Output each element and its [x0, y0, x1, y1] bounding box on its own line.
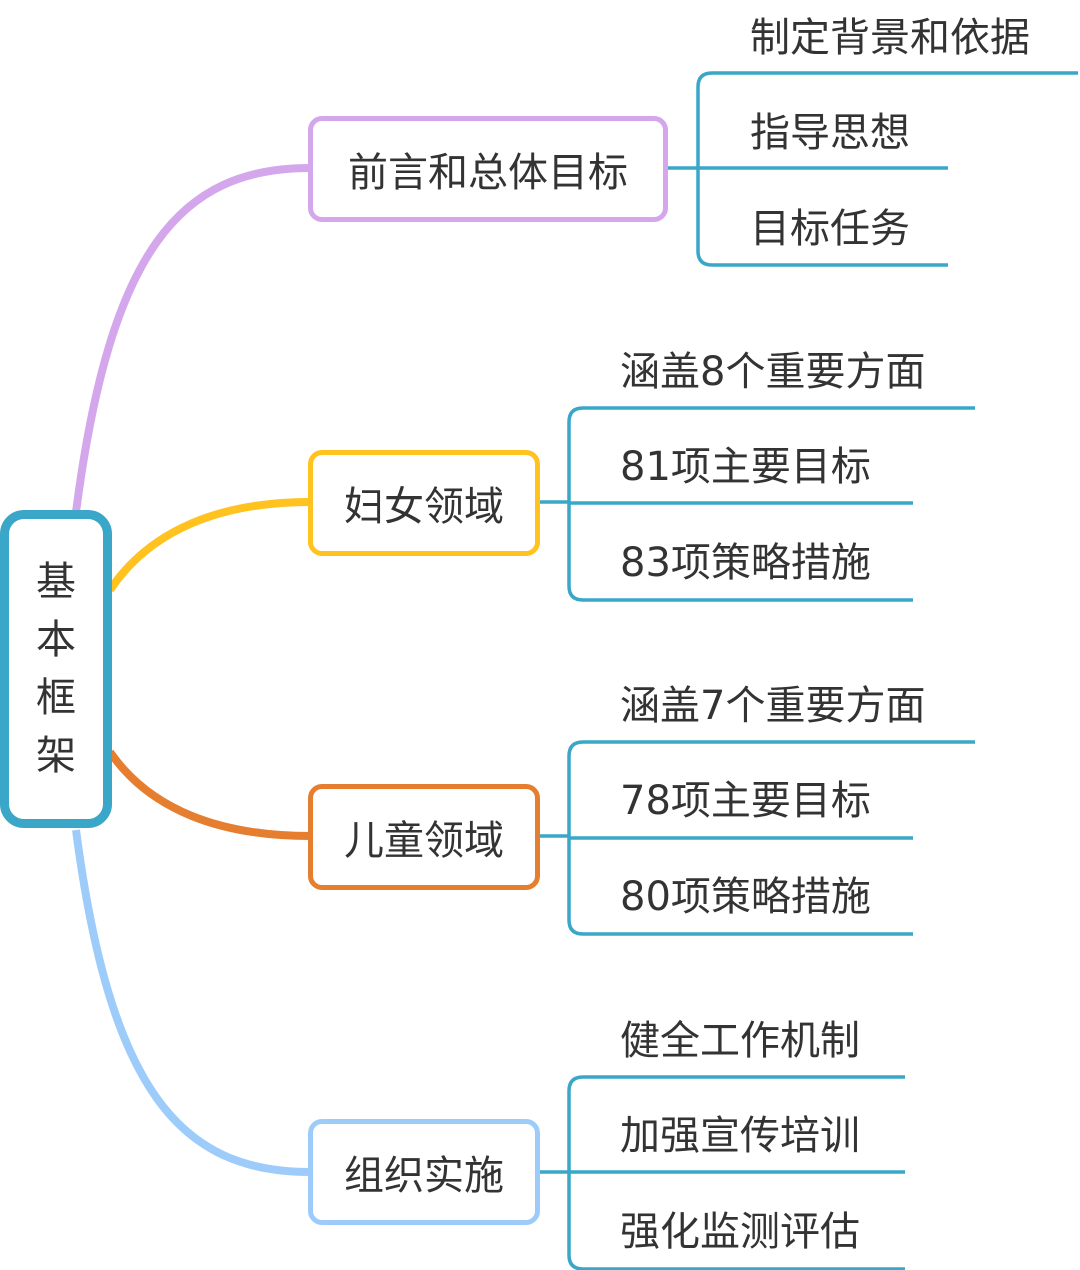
- root-char-1: 基: [36, 559, 76, 605]
- connector-root-branch-1: [72, 164, 311, 513]
- leaf-item: 78项主要目标: [620, 778, 871, 824]
- leaf-item: 涵盖7个重要方面: [620, 683, 926, 729]
- leaf-item: 制定背景和依据: [750, 15, 1030, 61]
- branch-label: 组织实施: [344, 1153, 504, 1199]
- leaf-item: 80项策略措施: [620, 874, 871, 920]
- branch-node-women: 妇女领域: [308, 450, 540, 556]
- leaf-item: 目标任务: [750, 206, 910, 252]
- branch-label: 妇女领域: [344, 484, 504, 530]
- leaf-connectors-4: [538, 1075, 905, 1270]
- leaf-connectors-3: [538, 740, 975, 936]
- leaf-item: 81项主要目标: [620, 444, 871, 490]
- leaf-connectors-1: [666, 71, 1078, 267]
- root-char-3: 框: [36, 675, 76, 721]
- leaf-item: 涵盖8个重要方面: [620, 349, 926, 395]
- leaf-item: 加强宣传培训: [620, 1113, 860, 1159]
- root-char-2: 本: [36, 617, 76, 663]
- leaf-item: 83项策略措施: [620, 540, 871, 586]
- branch-node-preface: 前言和总体目标: [308, 116, 668, 222]
- root-node: 基 本 框 架: [0, 510, 112, 828]
- connector-root-branch-3: [106, 749, 311, 840]
- leaf-item: 强化监测评估: [620, 1209, 860, 1255]
- branch-node-children: 儿童领域: [308, 784, 540, 890]
- leaf-connectors-2: [538, 406, 975, 602]
- branch-label: 前言和总体目标: [348, 150, 628, 196]
- connector-root-branch-4: [72, 829, 311, 1176]
- leaf-item: 指导思想: [750, 110, 910, 156]
- branch-node-implementation: 组织实施: [308, 1119, 540, 1225]
- connector-root-branch-2: [106, 498, 311, 593]
- root-char-4: 架: [36, 733, 76, 779]
- leaf-item: 健全工作机制: [620, 1018, 860, 1064]
- branch-label: 儿童领域: [344, 818, 504, 864]
